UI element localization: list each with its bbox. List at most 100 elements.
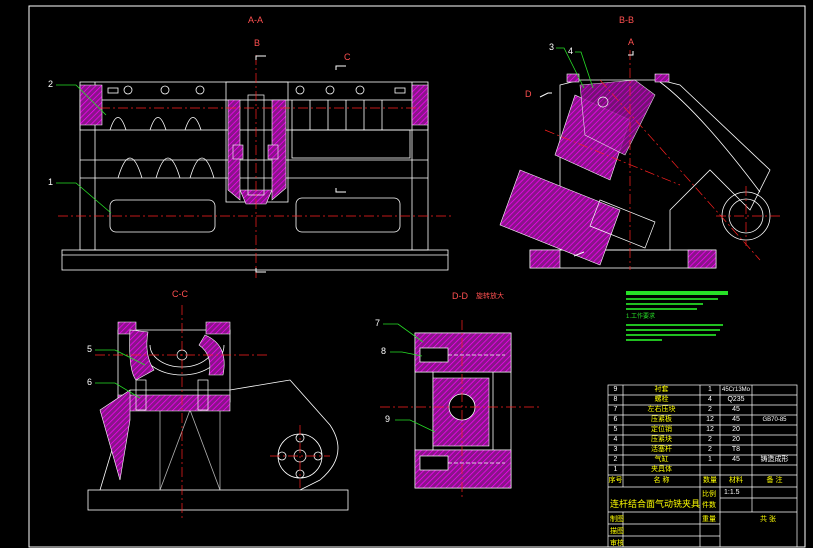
view-label-dd-note: 旋转放大 [476,293,504,300]
notes-line [626,339,662,341]
leader-lines [56,47,594,433]
view-label-cc: C-C [172,289,188,299]
bom-qty: 2 [708,446,712,453]
bom-qty: 1 [708,456,712,463]
bom-no: 7 [613,406,618,413]
view-cc-sections [99,321,231,481]
balloon-8: 8 [381,346,387,356]
bom-header: 序号 名 称 数量 材料 备 注 [608,476,797,486]
bom-row: 6 压紧板 12 45 GB70-85 [608,415,797,425]
bom-header-mat: 材料 [729,477,743,484]
scale-value: 1:1.5 [724,489,740,496]
bom-no: 5 [613,426,618,433]
view-dd-sections [414,332,512,489]
bom-mat: 45 [732,416,740,423]
cut-marker-b: B [254,38,261,48]
balloon-2: 2 [48,79,54,89]
bom-mat: 45Cr13Mo [721,387,750,393]
bom-row: 5 定位销 12 20 [608,425,797,435]
checked-label: 描图 [610,528,624,535]
bom-name: 左右压块 [647,406,676,413]
bom-name: 衬套 [654,386,669,393]
bom-no: 6 [613,416,618,423]
cut-marker-a: A [628,37,635,47]
technical-notes: 1.工作要求 [626,291,728,369]
bom-grid [607,384,798,548]
bom-row: 9 衬套 1 45Cr13Mo [608,385,797,395]
bom-row: 1 夹具体 [608,465,797,475]
bom-no: 3 [613,446,618,453]
notes-line [626,303,703,305]
notes-line [626,329,720,331]
qty-label: 件数 [702,502,716,509]
notes-heading-bar [626,291,728,295]
balloon-9: 9 [385,414,391,424]
drawing-title: 连杆结合面气动铣夹具 [610,499,701,509]
view-bb-cut-symbols [539,51,634,257]
view-aa-centerlines [58,55,452,278]
bom-name: 活塞杆 [651,446,672,453]
view-label-dd: D-D [452,291,468,301]
cut-marker-d: D [525,89,532,99]
balloon-6: 6 [87,377,93,387]
bom-mat: 20 [732,426,740,433]
bom-qty: 4 [708,396,712,403]
drawn-label: 制图 [610,516,624,523]
balloon-7: 7 [375,318,381,328]
balloon-5: 5 [87,344,93,354]
notes-line [626,298,718,300]
bom-row: 7 左右压块 2 45 [608,405,797,415]
view-aa-cut-symbols [255,55,346,273]
bom-name: 定位销 [651,426,672,433]
bom-no: 4 [613,436,618,443]
bom-note: GB70-85 [762,417,787,423]
notes-heading-2: 1.工作要求 [626,314,656,320]
bom-qty: 1 [708,386,712,393]
bom-no: 8 [613,396,618,403]
bom-name: 气缸 [654,456,669,463]
weight-label: 重量 [702,516,716,523]
scale-label: 比例 [702,491,716,498]
bom-no: 1 [613,466,618,473]
bom-qty: 12 [706,426,714,433]
bom-row: 4 压紧块 2 20 [608,435,797,445]
view-bb-sections [499,73,717,269]
bom-qty: 12 [706,416,714,423]
balloon-4: 4 [568,46,574,56]
notes-line [626,324,723,326]
bom-header-name: 名 称 [653,477,670,484]
bom-no: 2 [613,456,618,463]
bom-header-qty: 数量 [703,477,717,484]
bom-row: 2 气缸 1 45 铸造成形 [608,455,797,465]
sheets-label: 共 张 [760,516,776,523]
view-label-bb: B-B [619,15,635,25]
view-label-aa: A-A [248,15,264,25]
bom-name: 压紧块 [651,436,672,443]
balloon-1: 1 [48,177,54,187]
bom-mat: T8 [731,446,741,453]
bom-mat: 45 [732,456,740,463]
bom-qty: 2 [708,406,712,413]
notes-line [626,334,716,336]
view-aa-sections [79,84,429,205]
view-dd-centerlines [380,320,540,498]
bom-qty: 2 [708,436,712,443]
view-cc-centerlines [95,305,330,520]
bom-row: 8 螺栓 4 Q235 [608,395,797,405]
balloon-3: 3 [549,42,555,52]
view-bb-centerlines [544,50,780,270]
sheet-border [28,5,806,548]
bom-mat: 20 [732,436,740,443]
bom-name: 压紧板 [651,416,672,423]
notes-line [626,308,698,310]
bom-mat: Q235 [727,396,745,403]
bom-name: 夹具体 [651,466,672,473]
cut-marker-c: C [344,52,351,62]
view-aa [61,81,449,271]
bom-no: 9 [613,386,618,393]
reviewed-label: 审核 [610,540,624,547]
bom-table: 9 衬套 1 45Cr13Mo 8 螺栓 4 Q235 7 左右压块 2 45 … [608,385,797,547]
bom-note: 铸造成形 [760,456,789,463]
bom-row: 3 活塞杆 2 T8 [608,445,797,455]
